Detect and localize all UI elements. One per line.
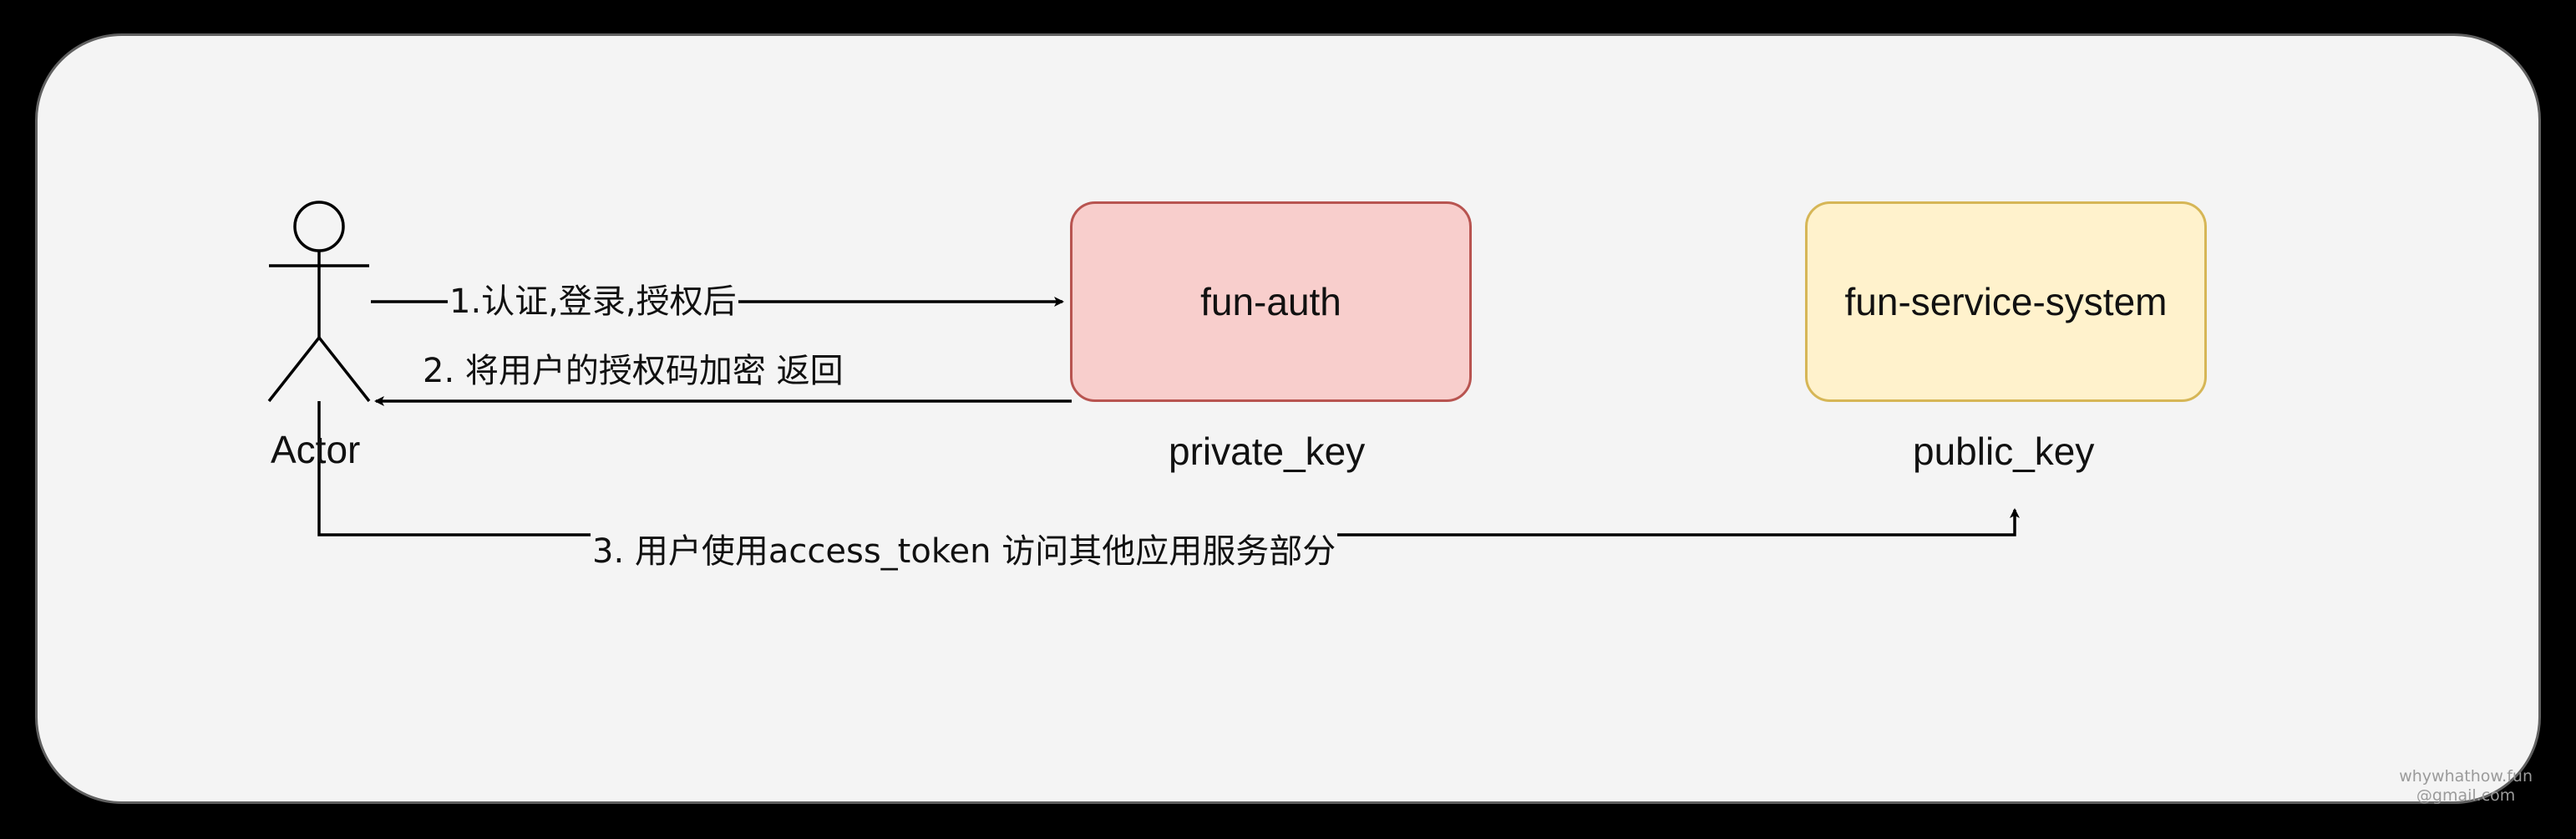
edge-3-label: 3. 用户使用access_token 访问其他应用服务部分 bbox=[591, 531, 1338, 572]
node-fun-auth-key-label: private_key bbox=[1169, 430, 1366, 473]
watermark-line-1: whywhathow.fun bbox=[2399, 767, 2533, 786]
edge-3-arrow[interactable] bbox=[317, 401, 2020, 536]
edge-2-label: 2. 将用户的授权码加密 返回 bbox=[421, 351, 845, 391]
edge-1-label: 1.认证,登录,授权后 bbox=[448, 282, 738, 322]
watermark-line-2: @gmail.com bbox=[2416, 786, 2516, 806]
actor-left-leg bbox=[267, 336, 321, 403]
node-fun-service-system-label: fun-service-system bbox=[1844, 280, 2168, 323]
actor-right-leg bbox=[317, 336, 371, 403]
actor-label: Actor bbox=[271, 428, 361, 471]
node-fun-auth-label: fun-auth bbox=[1200, 280, 1341, 323]
node-fun-service-system[interactable]: fun-service-system bbox=[1805, 201, 2207, 402]
diagram-background-panel bbox=[35, 33, 2541, 804]
node-fun-auth[interactable]: fun-auth bbox=[1070, 201, 1472, 402]
actor-head bbox=[293, 201, 345, 252]
actor-figure[interactable] bbox=[267, 201, 371, 403]
node-fun-service-system-key-label: public_key bbox=[1913, 430, 2095, 473]
watermark: whywhathow.fun @gmail.com bbox=[2399, 767, 2533, 806]
